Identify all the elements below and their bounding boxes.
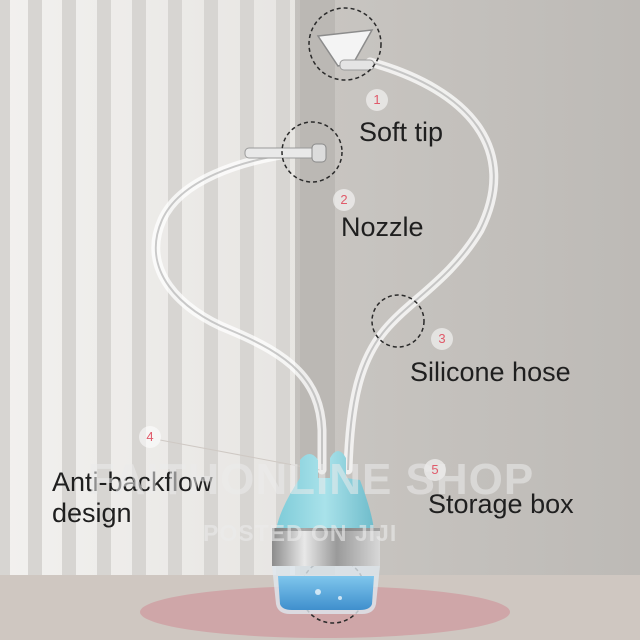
watermark-shop: FAITHONLINE SHOP: [88, 455, 535, 504]
nozzle-tip: [244, 143, 327, 163]
slat-wall: [0, 0, 330, 590]
watermark-posted: POSTED ON JIJI: [203, 520, 398, 546]
teal-cap: [276, 451, 374, 530]
steel-band: [272, 528, 380, 566]
callout-number-4: 4: [139, 426, 161, 448]
label-nozzle: Nozzle: [341, 212, 424, 242]
callout-number-2: 2: [333, 189, 355, 211]
label-silicone-hose: Silicone hose: [410, 357, 571, 387]
callout-number-3: 3: [431, 328, 453, 350]
soft-tip: [316, 29, 375, 71]
blue-liquid: [278, 576, 374, 610]
label-anti-backflow-line2: design: [52, 498, 132, 528]
storage-container: [272, 451, 380, 614]
leader-lines: [159, 439, 321, 471]
label-storage-box: Storage box: [428, 489, 574, 519]
callout-number-1: 1: [366, 89, 388, 111]
label-anti-backflow-line1: Anti-backflow: [52, 467, 213, 497]
label-soft-tip: Soft tip: [359, 117, 444, 147]
callout-number-5: 5: [424, 459, 446, 481]
